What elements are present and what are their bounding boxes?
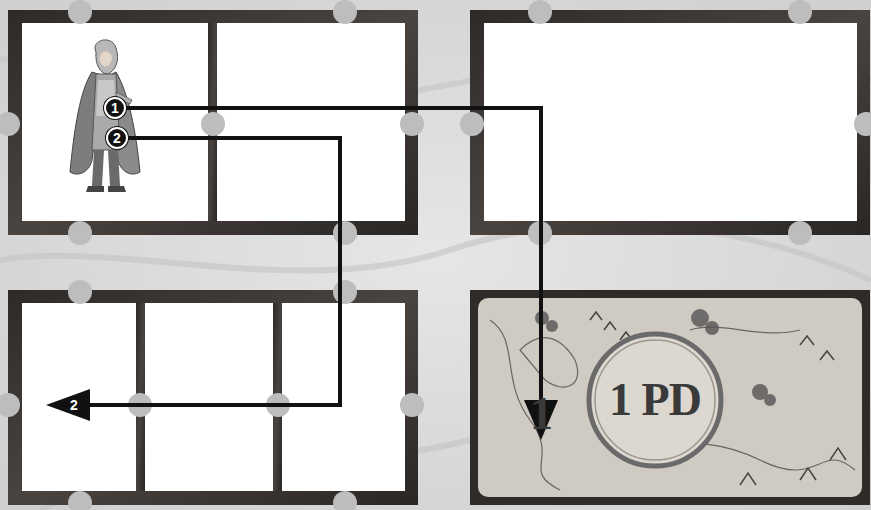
callout-circle: 2 [106, 127, 128, 149]
arrowhead-shape [46, 389, 90, 421]
callout-number: 2 [70, 398, 78, 412]
route-line [126, 108, 541, 400]
route-line [90, 138, 340, 405]
callout-number: 2 [113, 131, 121, 145]
cost-label: 1 PD [609, 377, 701, 423]
map-card: 1 PD 1 [470, 290, 870, 505]
callout-number: 1 [530, 391, 552, 437]
callout-number: 1 [111, 101, 119, 115]
arrowhead-marker: 2 [46, 389, 90, 421]
callout-circle: 1 [104, 97, 126, 119]
hero-figure [70, 40, 140, 192]
arrowhead-marker: 1 [524, 400, 558, 440]
